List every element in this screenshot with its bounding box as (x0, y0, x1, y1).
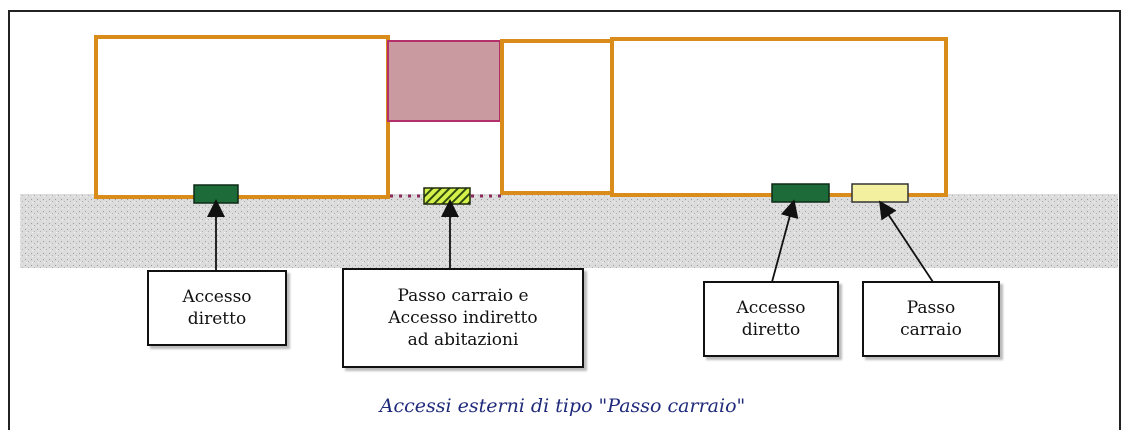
building-left (94, 35, 390, 199)
mixed-carriage-marker (423, 187, 471, 205)
label-access-right: Accesso diretto (703, 281, 839, 357)
label-carriage-right: Passo carraio (862, 281, 1000, 357)
courtyard (387, 40, 501, 122)
label-access-left: Accesso diretto (147, 270, 287, 346)
arrow-access-right (771, 199, 799, 283)
diagram-frame (8, 10, 1121, 430)
building-middle (500, 39, 614, 195)
direct-access-marker-right (771, 183, 830, 203)
ground-strip (20, 194, 1118, 268)
diagram-caption: Accessi esterni di tipo "Passo carraio" (379, 395, 746, 417)
direct-access-marker-left (193, 184, 239, 204)
label-mixed-carriage: Passo carraio e Accesso indiretto ad abi… (342, 268, 584, 368)
carriage-marker-right (851, 183, 909, 203)
arrow-carriage-right (879, 200, 934, 283)
building-right (610, 37, 948, 197)
